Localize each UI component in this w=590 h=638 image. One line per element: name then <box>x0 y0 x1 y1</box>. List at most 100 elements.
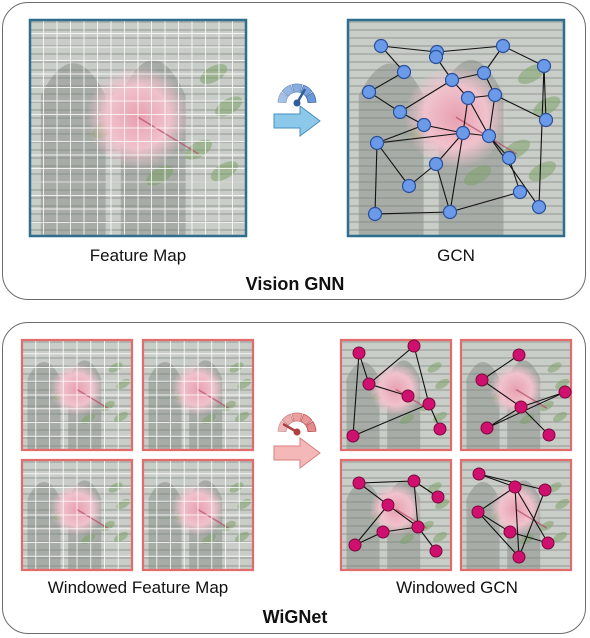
windowed-gcn-node <box>407 474 421 488</box>
window-frame <box>20 458 134 572</box>
gcn-edge <box>435 163 451 213</box>
gcn-node <box>481 128 497 144</box>
windowed-gcn-node <box>352 476 366 490</box>
gcn-image <box>348 20 564 236</box>
windowed-gcn-caption: Windowed GCN <box>396 578 518 597</box>
gcn-edge <box>488 135 540 208</box>
gcn-edge <box>436 45 504 53</box>
windowed-gcn-node <box>376 525 390 539</box>
windowed-gcn-node <box>512 550 526 564</box>
gcn-node <box>396 64 412 80</box>
window-frame <box>20 338 134 452</box>
gcn-node <box>392 104 408 120</box>
windowed-gcn-node <box>472 467 486 481</box>
wignet-title: WiGNet <box>262 607 328 627</box>
gcn-frame <box>346 18 566 238</box>
windowed-gcn-node <box>471 505 485 519</box>
windowed-gcn-edge <box>354 504 389 546</box>
windowed-feature-map-caption: Windowed Feature Map <box>47 578 229 597</box>
feature-map-frame <box>28 18 248 238</box>
windowed-gcn-node <box>429 544 443 558</box>
windowed-gcn-edge <box>509 531 549 544</box>
windowed-gcn-node <box>475 373 489 387</box>
windowed-gcn-edge <box>352 403 430 437</box>
gcn-edge <box>374 211 451 215</box>
window-grid <box>22 460 132 570</box>
windowed-gcn-edge <box>413 345 430 405</box>
gcn-node <box>476 65 492 81</box>
gcn-edge <box>449 191 521 213</box>
windowed-gcn-edge <box>352 352 360 437</box>
windowed-gcn-node <box>352 346 366 360</box>
gcn-node <box>538 112 554 128</box>
windowed-gcn-edge <box>413 480 419 528</box>
windowed-gcn-node <box>381 498 395 512</box>
right-arrow-icon <box>273 105 321 137</box>
gcn-node <box>416 117 432 133</box>
graph-window-frame <box>339 458 453 572</box>
windowed-gcn-node <box>480 421 494 435</box>
gcn-caption: GCN <box>437 246 475 265</box>
windowed-gcn-node <box>508 480 522 494</box>
window-frame <box>141 458 255 572</box>
gcn-node <box>401 178 417 194</box>
windowed-gcn-node <box>503 525 517 539</box>
gcn-edge <box>538 65 545 208</box>
gcn-node <box>460 90 476 106</box>
gcn-node <box>495 38 511 54</box>
windowed-gcn-node <box>407 339 421 353</box>
windowed-gcn-node <box>542 428 556 442</box>
graph-window-image <box>341 340 451 450</box>
windowed-gcn-edge <box>518 489 546 558</box>
gcn-node <box>531 199 547 215</box>
gcn-node <box>367 206 383 222</box>
feature-map-grid <box>30 20 246 236</box>
windowed-gcn-edge <box>477 486 516 513</box>
windowed-gcn-node <box>422 397 436 411</box>
windowed-gcn-node <box>401 389 415 403</box>
windowed-gcn-node <box>348 538 362 552</box>
gcn-edge <box>374 142 378 215</box>
gcn-node <box>501 150 517 166</box>
speedometer-fast-icon <box>277 83 317 107</box>
windowed-gcn-node <box>538 483 552 497</box>
gcn-edge <box>376 132 464 144</box>
gcn-edge <box>376 124 425 144</box>
windowed-gcn-node <box>411 520 425 534</box>
window-frame <box>141 338 255 452</box>
windowed-gcn-node <box>433 422 447 436</box>
gcn-node <box>369 135 385 151</box>
right-arrow-icon <box>273 437 321 469</box>
gcn-edge <box>502 45 545 67</box>
gcn-node <box>455 125 471 141</box>
gcn-edge <box>543 65 547 121</box>
gcn-node <box>536 58 552 74</box>
windowed-gcn-node <box>512 348 526 362</box>
windowed-gcn-edge <box>358 480 415 484</box>
gcn-node <box>512 184 528 200</box>
windowed-gcn-node <box>541 536 555 550</box>
windowed-gcn-edge <box>514 486 520 558</box>
gcn-node <box>428 156 444 172</box>
windowed-gcn-edge <box>514 486 549 544</box>
gcn-edge <box>376 142 410 187</box>
graph-window-frame <box>459 338 573 452</box>
speedometer-slow-icon <box>277 412 317 436</box>
windowed-gcn-node <box>514 400 528 414</box>
windowed-gcn-edge <box>368 345 415 385</box>
gcn-node <box>444 72 460 88</box>
gcn-edge <box>494 94 547 121</box>
gcn-node <box>428 49 444 65</box>
graph-window-frame <box>339 338 453 452</box>
gcn-edge <box>449 132 464 213</box>
gcn-node <box>442 204 458 220</box>
window-grid <box>143 460 253 570</box>
gcn-edge <box>399 79 453 113</box>
gcn-node <box>487 87 503 103</box>
graph-window-frame <box>459 458 573 572</box>
feature-map-caption: Feature Map <box>89 246 187 265</box>
windowed-gcn-edge <box>520 406 550 436</box>
windowed-gcn-edge <box>477 511 520 558</box>
gcn-node <box>373 38 389 54</box>
